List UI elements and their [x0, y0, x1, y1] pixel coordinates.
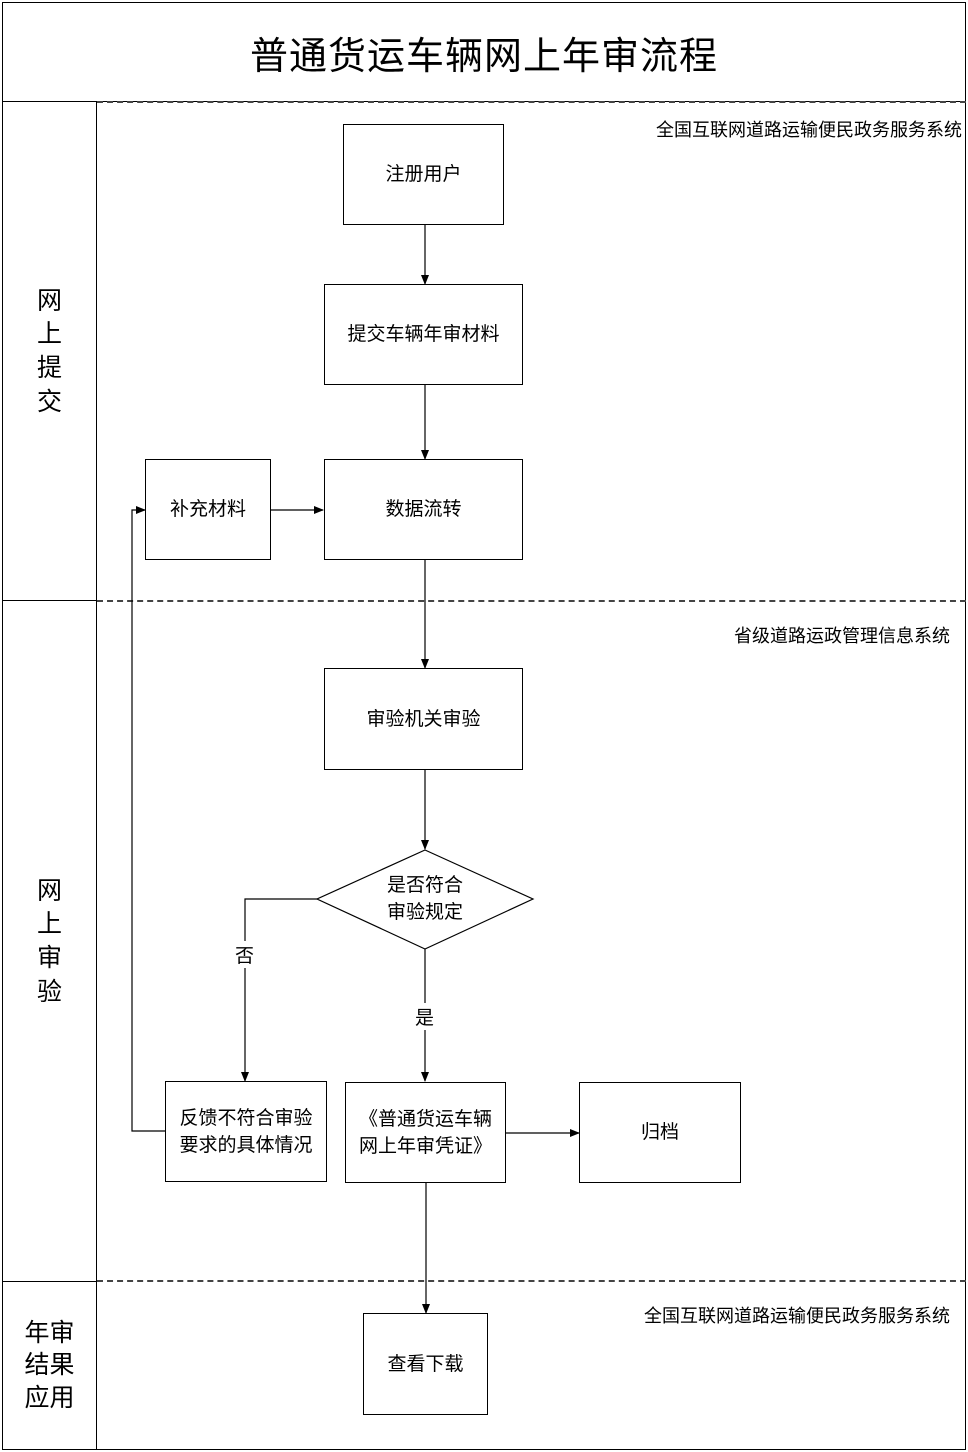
- system-name-national: 全国互联网道路运输便民政务服务系统: [656, 120, 962, 141]
- decision-diamond: [315, 849, 535, 950]
- node-view-download: 查看下载: [363, 1313, 488, 1415]
- node-archive: 归档: [579, 1082, 741, 1183]
- node-supplement-materials: 补充材料: [145, 459, 271, 560]
- node-authority-review: 审验机关审验: [324, 668, 523, 770]
- node-submit-materials: 提交车辆年审材料: [324, 284, 523, 385]
- node-register-user: 注册用户: [343, 124, 504, 225]
- diagram-title: 普通货运车辆网上年审流程: [249, 33, 718, 78]
- edge-decision-no: [241, 898, 317, 1082]
- lane-separator: [97, 1280, 966, 1282]
- node-data-flow: 数据流转: [324, 459, 523, 560]
- system-name-provincial: 省级道路运政管理信息系统: [734, 626, 950, 647]
- edge-feedback-supplement: [131, 506, 165, 1132]
- lane-separator: [97, 101, 966, 103]
- system-name-national-result: 全国互联网道路运输便民政务服务系统: [644, 1306, 950, 1327]
- edge-label-no: 否: [235, 941, 255, 968]
- edge-label-yes: 是: [415, 1003, 435, 1030]
- node-feedback: 反馈不符合审验要求的具体情况: [165, 1081, 327, 1182]
- swimlane-container: [96, 101, 966, 1450]
- lane-label-result-application: 年审 结果 应用: [2, 1281, 97, 1450]
- node-decision-label: 是否符合 审验规定: [386, 874, 463, 923]
- lane-separator: [97, 600, 966, 602]
- node-certificate: 《普通货运车辆网上年审凭证》: [345, 1082, 506, 1183]
